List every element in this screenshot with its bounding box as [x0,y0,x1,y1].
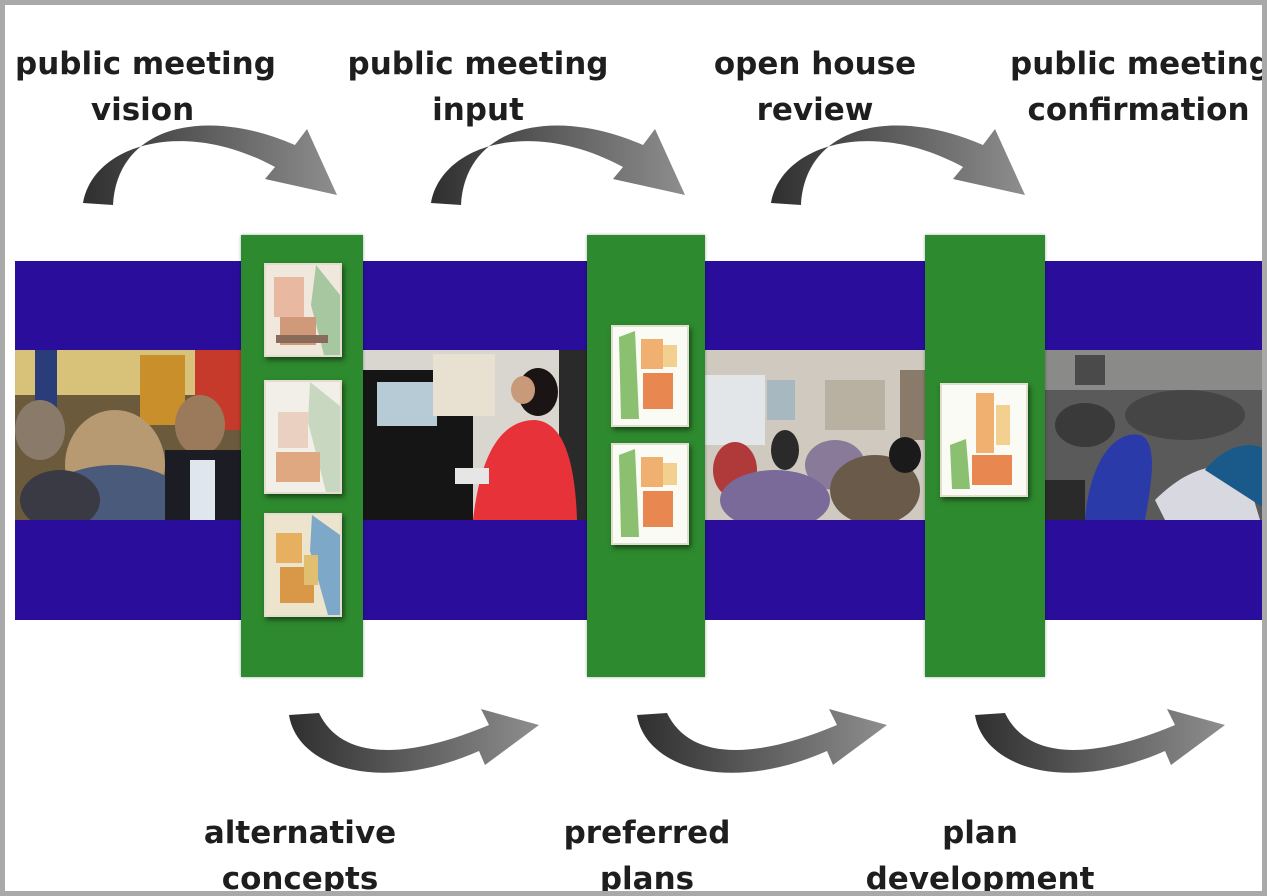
label-line: plans [599,861,695,896]
plan-thumbnail [940,383,1028,497]
label-line: open house [713,46,917,82]
photo-meeting-input [363,350,587,520]
label-preferred-plans: preferred plans [557,810,737,896]
stage-bar-preferred-plans [587,235,705,677]
stage-bar-plan-development [925,235,1045,677]
plan-thumbnail [264,380,342,494]
curved-arrow-icon [289,709,539,773]
curved-arrow-icon [83,125,337,205]
label-line: confirmation [1027,92,1250,128]
photo-meeting-vision [15,350,243,520]
curved-arrow-icon [771,125,1025,205]
label-line: public meeting [15,46,276,82]
label-line: public meeting [347,46,609,82]
label-public-meeting-vision: public meeting vision [15,41,276,133]
curved-arrow-icon [975,709,1225,773]
label-line: input [432,92,524,128]
label-line: preferred [563,815,731,851]
label-line: development [865,861,1095,896]
plan-thumbnail [264,513,342,617]
curved-arrow-icon [431,125,685,205]
label-line: plan [942,815,1018,851]
label-line: public meeting [1010,46,1267,82]
label-alternative-concepts: alternative concepts [195,810,405,896]
label-open-house-review: open house review [705,41,925,133]
label-line: vision [90,92,195,128]
photo-open-house [705,350,927,520]
label-line: concepts [221,861,379,896]
plan-thumbnail [611,325,689,427]
curved-arrow-icon [637,709,887,773]
plan-thumbnail [264,263,342,357]
label-public-meeting-confirmation: public meeting confirmation [1010,41,1267,133]
photo-meeting-confirmation [1045,350,1262,520]
label-public-meeting-input: public meeting input [347,41,609,133]
stage-bar-alternative-concepts [241,235,363,677]
label-line: review [756,92,874,128]
plan-thumbnail [611,443,689,545]
label-plan-development: plan development [865,810,1095,896]
label-line: alternative [203,815,397,851]
